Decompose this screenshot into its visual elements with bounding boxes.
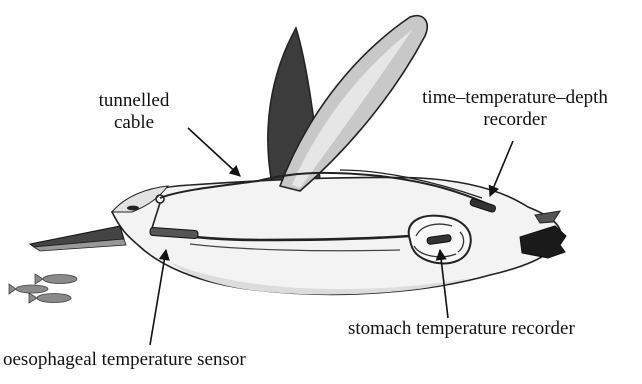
- ttd-recorder-label: time–temperature–depth recorder: [395, 87, 635, 131]
- fish-2: [9, 284, 48, 294]
- tunnelled-cable-label: tunnelled cable: [91, 90, 177, 134]
- fish-1: [35, 274, 77, 284]
- oesophageal-sensor-label: oesophageal temperature sensor: [3, 349, 246, 371]
- arrow-ttd-recorder: [490, 141, 513, 196]
- ttd-recorder-label-line-1: time–temperature–depth: [395, 87, 635, 109]
- fish-school: [9, 274, 77, 303]
- tunnelled-cable-label-line-1: tunnelled: [91, 90, 177, 112]
- arrow-oesophageal-sensor: [150, 250, 166, 345]
- arrow-tunnelled-cable: [188, 128, 240, 176]
- fish-3: [29, 293, 71, 303]
- ttd-recorder-label-line-2: recorder: [395, 109, 635, 131]
- stomach-recorder-label: stomach temperature recorder: [348, 318, 575, 340]
- eye: [127, 206, 139, 211]
- tunnelled-cable-label-line-2: cable: [91, 112, 177, 134]
